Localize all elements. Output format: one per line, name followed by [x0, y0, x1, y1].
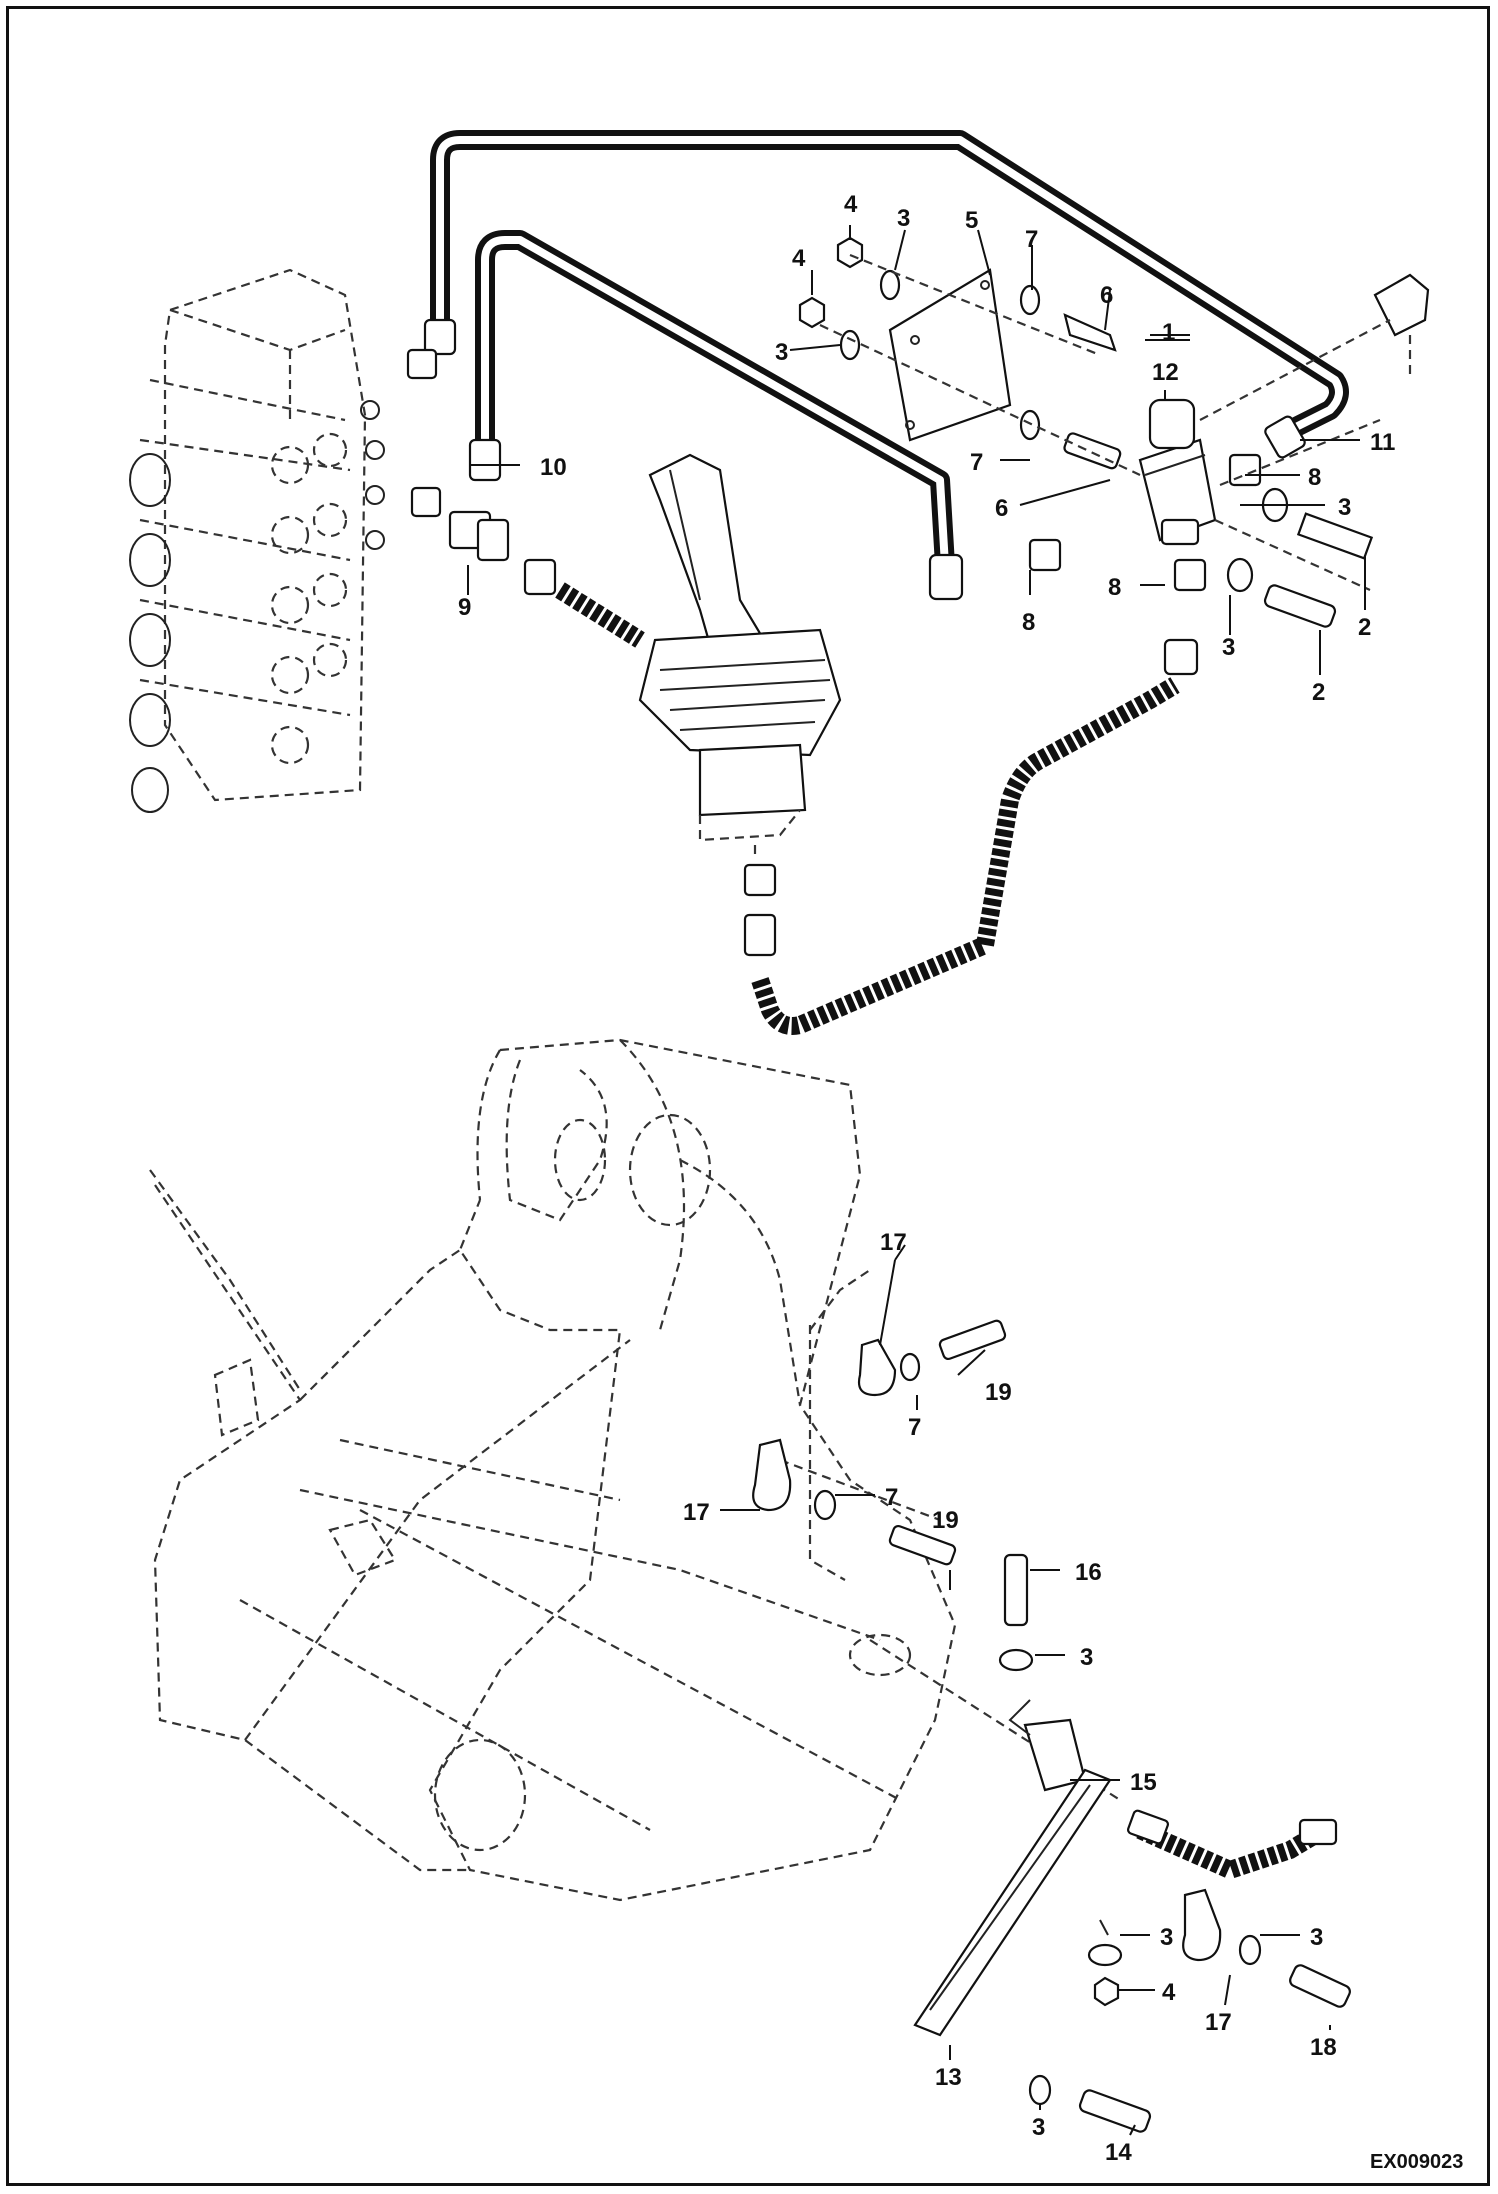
callout-17-top: 17: [880, 1229, 907, 1256]
callout-17-low: 17: [1205, 2009, 1232, 2036]
callout-3-clamp: 3: [1310, 1924, 1323, 1951]
callout-7-top: 7: [1025, 226, 1038, 253]
tee-fitting: [406, 348, 645, 648]
hose-elbow: [1163, 638, 1199, 676]
callout-17-mid: 17: [683, 1499, 710, 1526]
callout-18: 18: [1310, 2034, 1337, 2061]
callout-3-center: 3: [1222, 634, 1235, 661]
callout-13: 13: [935, 2064, 962, 2091]
callout-12: 12: [1152, 359, 1179, 386]
callout-7-lower: 7: [908, 1414, 921, 1441]
callout-9: 9: [458, 594, 471, 621]
boom-hardware: [752, 1319, 1351, 2133]
callout-3-bolt16: 3: [1080, 1644, 1093, 1671]
callout-2-lower: 2: [1312, 679, 1325, 706]
callout-19-top: 19: [985, 1379, 1012, 1406]
callout-3-top: 3: [897, 205, 910, 232]
joystick: [638, 453, 842, 957]
callout-1: 1: [1162, 319, 1175, 346]
callout-16: 16: [1075, 1559, 1102, 1586]
callout-7-mid2: 7: [885, 1484, 898, 1511]
hardware: [798, 236, 1430, 628]
callout-6-mid: 6: [995, 495, 1008, 522]
callout-8-left: 8: [1022, 609, 1035, 636]
callout-3-right: 3: [1338, 494, 1351, 521]
callout-4-mid: 4: [792, 245, 806, 272]
callout-3-bottom: 3: [1032, 2114, 1045, 2141]
callout-14: 14: [1105, 2139, 1132, 2166]
callout-4-top: 4: [844, 191, 858, 218]
hose-end-fittings: [423, 318, 1306, 601]
callout-19-mid: 19: [932, 1507, 959, 1534]
hydraulic-hose-outer: [430, 130, 1349, 440]
callout-8-right: 8: [1308, 464, 1321, 491]
hydraulic-hose-inner: [475, 230, 955, 575]
control-valve-block: [129, 268, 385, 813]
callout-3-left: 3: [775, 339, 788, 366]
leader-lines: [467, 225, 1366, 2136]
callout-2-upper: 2: [1358, 614, 1371, 641]
solenoid-valve: [1138, 398, 1217, 546]
assembly-guides: [819, 253, 1391, 592]
diagram-code: EX009023: [1370, 2151, 1463, 2173]
callout-3-washer: 3: [1160, 1924, 1173, 1951]
callout-4-nut: 4: [1162, 1979, 1176, 2006]
callout-5: 5: [965, 207, 978, 234]
boom-structure: [149, 1038, 1121, 1902]
callout-7-mid: 7: [970, 449, 983, 476]
callout-11: 11: [1370, 429, 1395, 456]
callout-labels: 1 12 4 3 5 7 6 4 3 10 11 7 6 8 3 9 8 8 3…: [458, 191, 1395, 2166]
callout-8-center: 8: [1108, 574, 1121, 601]
callout-10: 10: [540, 454, 567, 481]
mounting-plate: [888, 268, 1012, 442]
callout-15: 15: [1130, 1769, 1157, 1796]
callout-6-top: 6: [1100, 282, 1113, 309]
corrugated-pilot-hose: [751, 677, 1180, 1035]
